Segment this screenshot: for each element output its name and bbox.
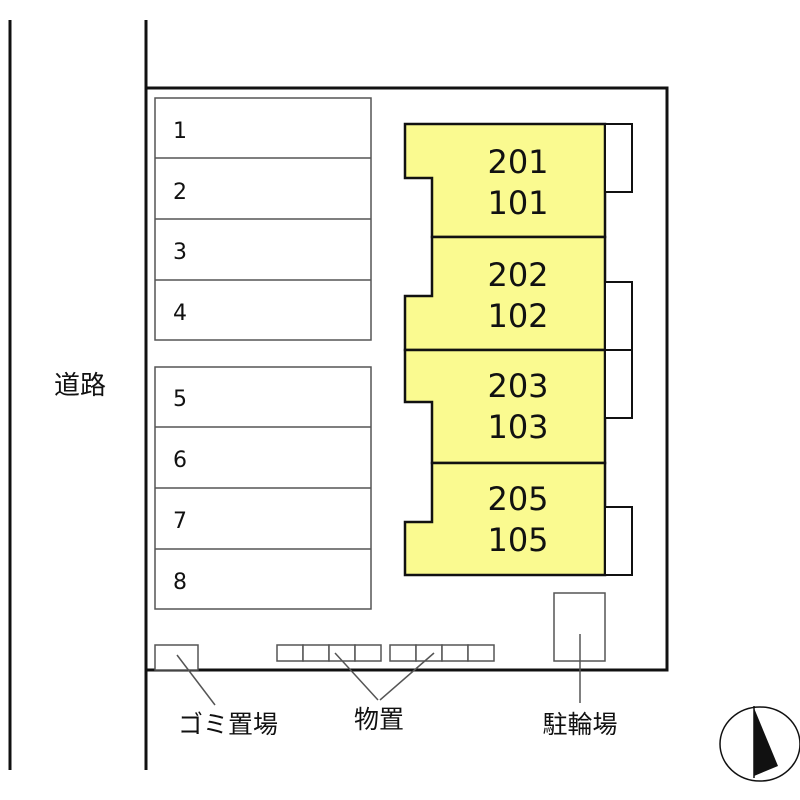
property-boundary: [146, 86, 669, 672]
balcony: [604, 281, 633, 351]
storage-label: 物置: [354, 705, 404, 734]
compass-needle: [754, 708, 778, 776]
parking-space-label: 7: [173, 509, 187, 534]
unit-block-4: [403, 461, 607, 577]
balcony: [604, 349, 633, 419]
unit-number-lower: 105: [487, 521, 548, 559]
storage-leader-line: [334, 652, 379, 701]
storage-shed: [354, 644, 382, 662]
storage-shed: [302, 644, 330, 662]
parking-space-label: 4: [173, 301, 187, 326]
unit-number-upper: 203: [487, 367, 548, 405]
storage-shed: [389, 644, 417, 662]
storage-shed: [276, 644, 304, 662]
garbage-station: [154, 644, 199, 671]
north-arrow-icon: [719, 706, 800, 782]
unit-number-lower: 101: [487, 184, 548, 222]
storage-shed: [415, 644, 443, 662]
garbage-leader-line: [176, 654, 216, 706]
parking-space-label: 1: [173, 119, 187, 144]
unit-number-upper: 205: [487, 480, 548, 518]
parking-area: 1 2 3 4 5 6 7 8: [154, 97, 372, 610]
storage-shed: [328, 644, 356, 662]
balcony: [604, 506, 633, 576]
parking-space-label: 2: [173, 180, 187, 205]
balcony: [604, 123, 633, 193]
storage-leader-line: [379, 652, 435, 701]
garbage-station-label: ゴミ置場: [178, 710, 278, 739]
parking-space-label: 6: [173, 448, 187, 473]
unit-number-lower: 102: [487, 297, 548, 335]
bicycle-parking-label: 駐輪場: [542, 710, 617, 739]
road-label: 道路: [54, 371, 106, 401]
parking-space-label: 8: [173, 570, 187, 595]
parking-space-label: 5: [173, 387, 187, 412]
storage-shed: [441, 644, 469, 662]
parking-space-label: 3: [173, 240, 187, 265]
unit-number-upper: 201: [487, 143, 548, 181]
building: 201 101 202 102 203 103 205 105: [403, 122, 633, 577]
storage-shed: [467, 644, 495, 662]
unit-number-lower: 103: [487, 408, 548, 446]
storage-sheds: [276, 644, 495, 662]
unit-number-upper: 202: [487, 256, 548, 294]
